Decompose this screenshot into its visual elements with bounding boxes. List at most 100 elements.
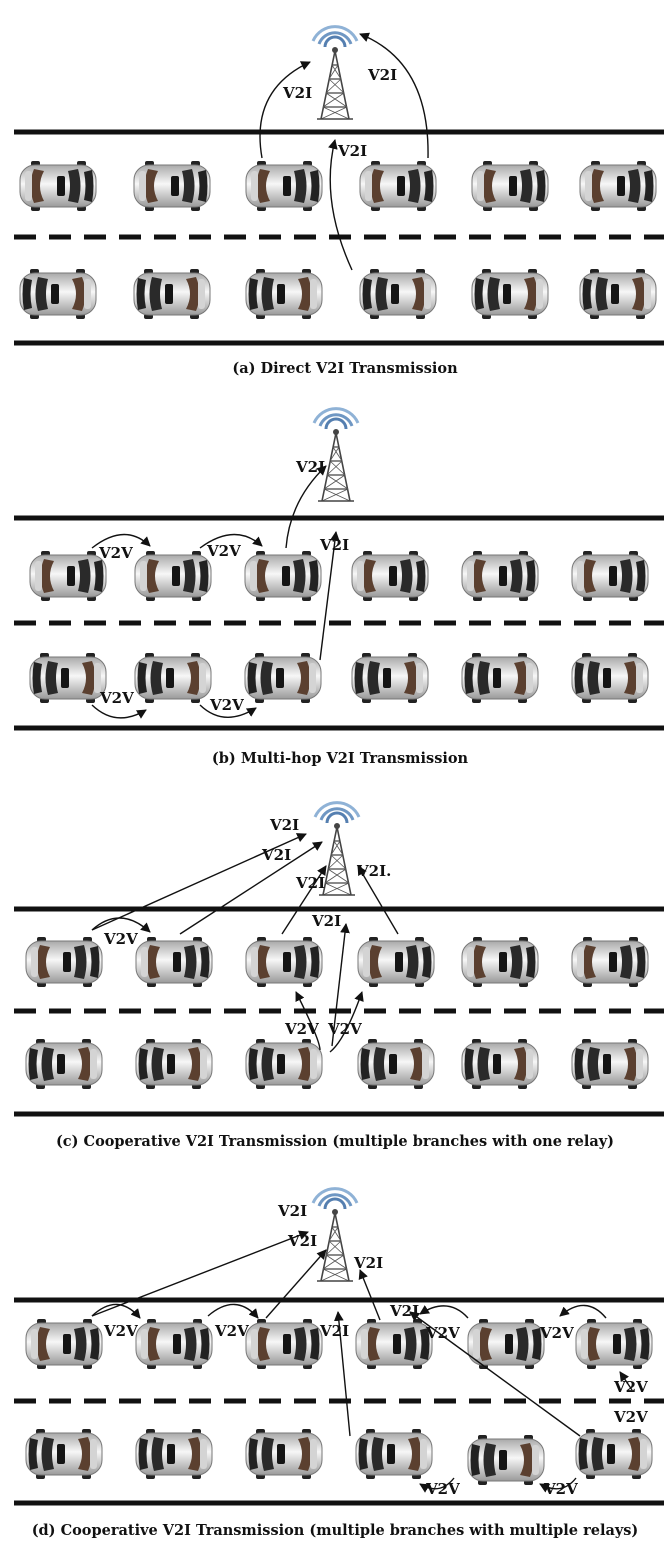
car-row-lower <box>25 1038 649 1090</box>
arrows <box>259 32 429 271</box>
v2v-label: V2V <box>539 1324 574 1342</box>
arrow <box>91 533 151 549</box>
v2i-label: V2I <box>319 536 349 554</box>
v2i-label: V2I <box>295 458 325 476</box>
panel-b: V2I V2I V2V V2V V2V V2V (b) Multi-hop V2… <box>14 406 664 767</box>
car-icon <box>351 652 429 704</box>
panel-a: V2I V2I V2I (a) Direct V2I Transmission <box>14 24 664 377</box>
v2i-label: V2I. <box>356 862 391 880</box>
panel-caption: (a) Direct V2I Transmission <box>232 360 458 377</box>
car-icon <box>29 652 107 704</box>
v2v-label: V2V <box>613 1378 648 1396</box>
car-icon <box>245 1038 323 1090</box>
arrow <box>281 865 327 935</box>
arrows <box>91 465 340 719</box>
v2v-label: V2V <box>214 1322 249 1340</box>
v2i-label: V2I <box>282 84 312 102</box>
car-icon <box>471 268 549 320</box>
car-icon <box>580 161 656 211</box>
arrow <box>91 1230 309 1317</box>
arrow <box>419 1477 455 1493</box>
v2v-label: V2V <box>103 1322 138 1340</box>
arrow <box>91 1303 141 1319</box>
v2v-label: V2V <box>206 542 241 560</box>
car-row-lower <box>19 268 657 320</box>
car-icon <box>579 268 657 320</box>
arrow <box>359 32 429 159</box>
car-row-upper <box>20 161 656 211</box>
car-icon <box>355 1428 433 1480</box>
arrow <box>357 865 399 935</box>
v2v-label: V2V <box>327 1020 362 1038</box>
car-icon <box>245 268 323 320</box>
v2i-label: V2I <box>319 1322 349 1340</box>
car-icon <box>576 1319 652 1369</box>
car-icon <box>245 1428 323 1480</box>
car-icon <box>26 937 102 987</box>
v2v-label: V2V <box>543 1480 578 1498</box>
arrows <box>91 833 399 1053</box>
panel-caption: (b) Multi-hop V2I Transmission <box>212 750 469 767</box>
car-icon <box>359 268 437 320</box>
v2i-label: V2I <box>367 66 397 84</box>
car-icon <box>246 937 322 987</box>
panel-d: V2I V2I V2I V2I V2I V2V V2V V2V V2V V2V … <box>14 1186 664 1539</box>
v2i-label: V2I <box>337 142 367 160</box>
arrow <box>331 923 350 1047</box>
v2i-label: V2I <box>311 912 341 930</box>
arrow <box>91 833 307 931</box>
v2v-label: V2V <box>103 930 138 948</box>
v2v-label: V2V <box>425 1324 460 1342</box>
car-icon <box>461 652 539 704</box>
v2v-label: V2V <box>209 696 244 714</box>
v2v-label: V2V <box>425 1480 460 1498</box>
arrow <box>559 1304 607 1319</box>
car-icon <box>461 1038 539 1090</box>
car-icon <box>246 161 322 211</box>
v2i-label: V2I <box>389 1302 419 1320</box>
car-icon <box>572 551 648 601</box>
car-icon <box>468 1319 544 1369</box>
arrows <box>91 1230 633 1493</box>
v2i-label: V2I <box>261 846 291 864</box>
car-icon <box>571 652 649 704</box>
arrow <box>179 841 323 935</box>
panel-caption: (c) Cooperative V2I Transmission (multip… <box>56 1133 614 1150</box>
arrow <box>265 1249 327 1319</box>
car-icon <box>245 551 321 601</box>
car-icon <box>135 551 211 601</box>
car-icon <box>571 1038 649 1090</box>
arrow <box>91 917 151 933</box>
car-icon <box>472 161 548 211</box>
car-icon <box>360 161 436 211</box>
arrow <box>329 991 364 1053</box>
arrow <box>333 1311 351 1437</box>
v2i-label: V2I <box>353 1254 383 1272</box>
car-icon <box>467 1434 545 1486</box>
arrow <box>295 991 321 1051</box>
v2v-label: V2V <box>613 1408 648 1426</box>
v2v-label: V2V <box>98 544 133 562</box>
arrow <box>619 1371 633 1391</box>
panel-caption: (d) Cooperative V2I Transmission (multip… <box>32 1522 639 1539</box>
car-icon <box>572 937 648 987</box>
car-icon <box>135 1038 213 1090</box>
car-row-lower <box>25 1428 653 1486</box>
car-icon <box>462 937 538 987</box>
v2v-label: V2V <box>284 1020 319 1038</box>
arrow <box>358 1269 381 1321</box>
car-icon <box>357 1038 435 1090</box>
car-icon <box>134 161 210 211</box>
arrow <box>539 1477 577 1493</box>
car-icon <box>133 268 211 320</box>
car-icon <box>25 1038 103 1090</box>
car-icon <box>19 268 97 320</box>
car-icon <box>575 1428 653 1480</box>
car-icon <box>462 551 538 601</box>
cell-tower-icon <box>311 24 359 121</box>
car-icon <box>352 551 428 601</box>
arrow <box>199 533 263 549</box>
car-icon <box>135 1428 213 1480</box>
arrow <box>319 531 340 661</box>
